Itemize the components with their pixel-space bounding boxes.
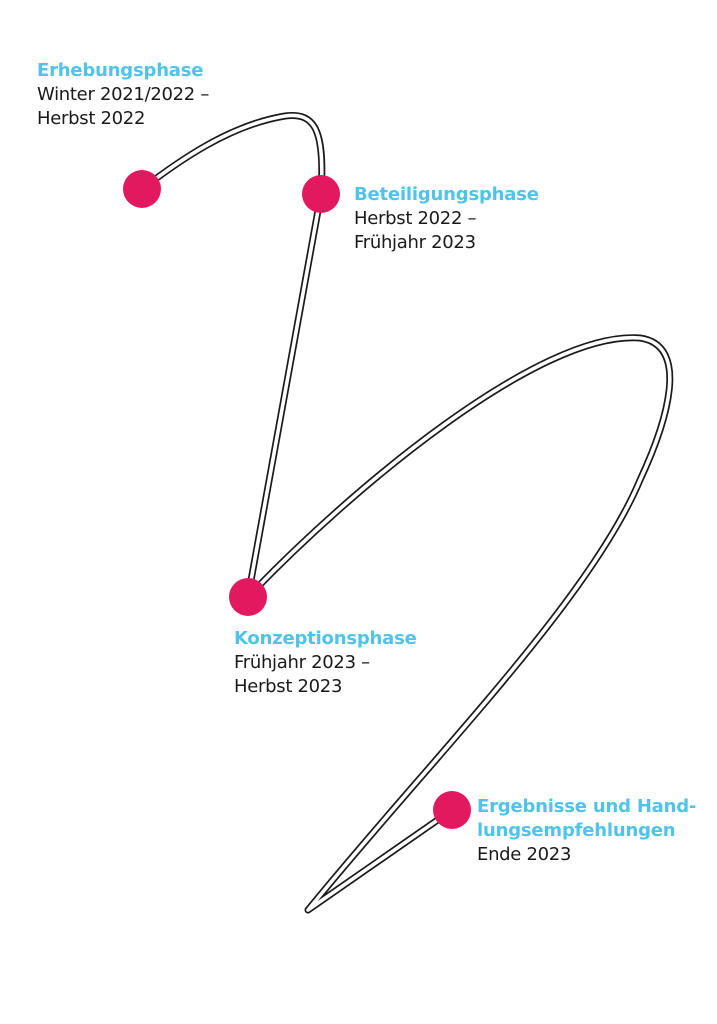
- phase-title: Beteiligungsphase: [354, 184, 539, 205]
- milestone-dot-ergebnisse: [433, 791, 471, 829]
- phase-title: lungsempfehlungen: [477, 820, 676, 841]
- phase-date-line: Frühjahr 2023: [354, 232, 476, 253]
- phase-beteiligung: Beteiligungsphase Herbst 2022 – Frühjahr…: [354, 183, 539, 255]
- phase-date-line: Ende 2023: [477, 844, 572, 865]
- phase-date-line: Herbst 2022 –: [354, 208, 477, 229]
- phase-title: Erhebungsphase: [37, 60, 204, 81]
- phase-erhebung: Erhebungsphase Winter 2021/2022 – Herbst…: [37, 59, 209, 131]
- phase-date-line: Frühjahr 2023 –: [234, 652, 370, 673]
- phase-konzeption: Konzeptionsphase Frühjahr 2023 – Herbst …: [234, 627, 417, 699]
- phase-date-line: Herbst 2023: [234, 676, 343, 697]
- phase-ergebnisse: Ergebnisse und Hand- lungsempfehlungen E…: [477, 795, 696, 867]
- phase-date-line: Winter 2021/2022 –: [37, 84, 210, 105]
- timeline-route-inner: [140, 113, 672, 912]
- milestone-dot-erhebung: [123, 170, 161, 208]
- phase-date-line: Herbst 2022: [37, 108, 146, 129]
- phase-title: Ergebnisse und Hand-: [477, 796, 697, 817]
- milestone-dot-beteiligung: [302, 175, 340, 213]
- phase-title: Konzeptionsphase: [234, 628, 417, 649]
- milestone-dot-konzeption: [229, 578, 267, 616]
